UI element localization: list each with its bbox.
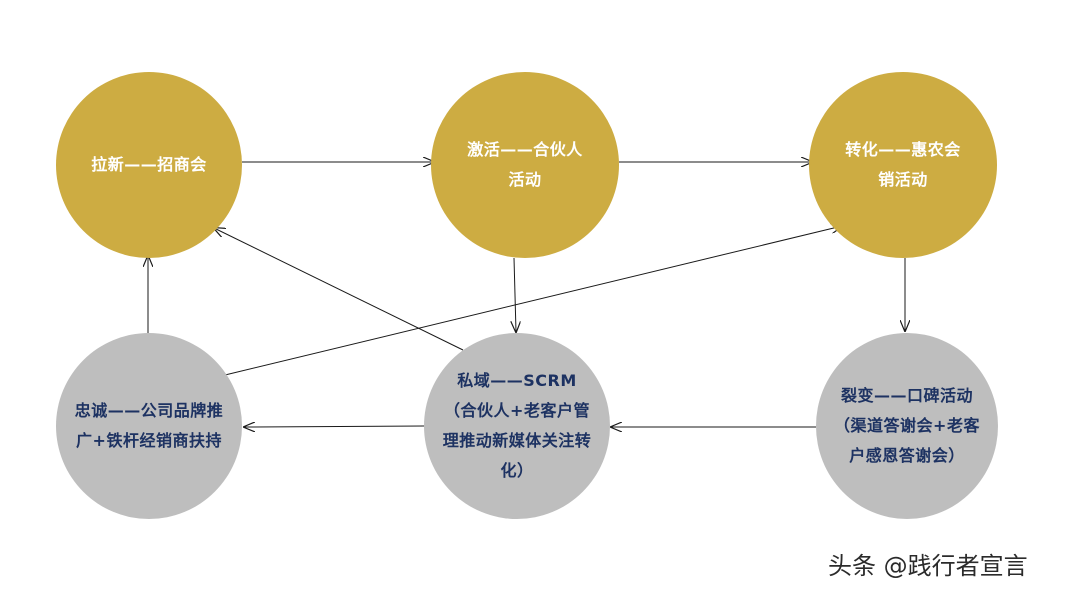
node-lax: 拉新——招商会 (56, 72, 242, 258)
watermark-text: 头条 @践行者宣言 (828, 552, 1028, 580)
node-zhongcheng-label: 忠诚——公司品牌推广+铁杆经销商扶持 (74, 401, 224, 450)
node-siyu-label: 私域——SCRM（合伙人+老客户管理推动新媒体关注转化） (442, 371, 592, 480)
node-liebian-label: 裂变——口碑活动（渠道答谢会+老客户感恩答谢会） (834, 386, 980, 465)
node-zhuanhua: 转化——惠农会销活动 (809, 72, 997, 258)
node-jihuo: 激活——合伙人活动 (431, 72, 619, 258)
arrow-siyu-to-lax (214, 228, 464, 351)
arrow-siyu-to-zhongcheng (244, 426, 425, 427)
node-lax-label: 拉新——招商会 (91, 155, 207, 174)
node-zhuanhua-label: 转化——惠农会销活动 (845, 140, 961, 189)
node-siyu: 私域——SCRM（合伙人+老客户管理推动新媒体关注转化） (424, 333, 610, 519)
node-jihuo-label: 激活——合伙人活动 (467, 140, 583, 189)
arrow-jihuo-to-siyu (514, 257, 516, 332)
node-liebian: 裂变——口碑活动（渠道答谢会+老客户感恩答谢会） (816, 333, 998, 519)
node-zhongcheng: 忠诚——公司品牌推广+铁杆经销商扶持 (56, 333, 242, 519)
arrow-zhongcheng-to-zhuanhua (224, 226, 842, 376)
